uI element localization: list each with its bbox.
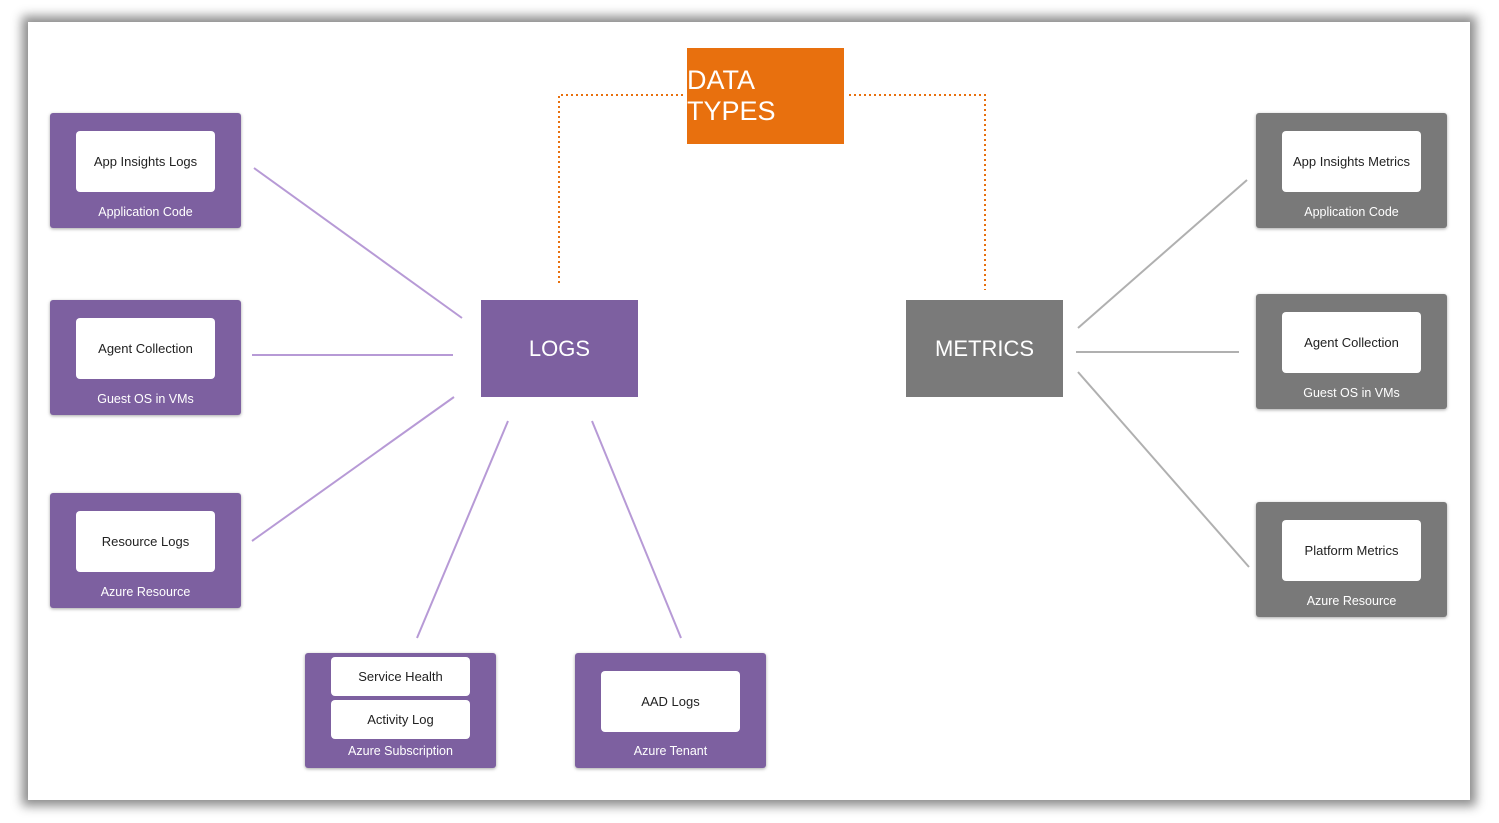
logs-source-app-insights: App Insights Logs Application Code: [50, 113, 241, 228]
source-origin: Guest OS in VMs: [97, 392, 194, 406]
metrics-connector-app-insights: [1077, 179, 1248, 329]
source-item: AAD Logs: [601, 671, 740, 732]
source-origin: Azure Resource: [100, 585, 191, 599]
source-item: App Insights Logs: [76, 131, 215, 192]
source-origin: Application Code: [1304, 205, 1399, 219]
types-to-logs-connector: [558, 94, 683, 285]
metrics-source-agent-collection: Agent Collection Guest OS in VMs: [1256, 294, 1447, 409]
source-item: Platform Metrics: [1282, 520, 1421, 581]
source-item: Agent Collection: [1282, 312, 1421, 373]
metrics-source-app-insights: App Insights Metrics Application Code: [1256, 113, 1447, 228]
source-origin: Azure Tenant: [633, 744, 708, 758]
source-item: Agent Collection: [76, 318, 215, 379]
logs-connector-tenant: [591, 420, 682, 639]
source-item: Service Health: [331, 657, 470, 696]
source-item: Activity Log: [331, 700, 470, 739]
data-types-node: DATA TYPES: [687, 48, 844, 144]
logs-source-azure-subscription: Service Health Activity Log Azure Subscr…: [305, 653, 496, 768]
logs-source-resource-logs: Resource Logs Azure Resource: [50, 493, 241, 608]
source-item: Resource Logs: [76, 511, 215, 572]
metrics-node: METRICS: [906, 300, 1063, 397]
source-origin: Application Code: [98, 205, 193, 219]
source-origin: Azure Subscription: [348, 744, 453, 758]
types-to-metrics-connector: [849, 94, 986, 290]
metrics-source-platform-metrics: Platform Metrics Azure Resource: [1256, 502, 1447, 617]
logs-connector-subscription: [416, 420, 509, 639]
logs-connector-resource: [251, 396, 455, 542]
source-origin: Azure Resource: [1306, 594, 1397, 608]
source-item: App Insights Metrics: [1282, 131, 1421, 192]
source-origin: Guest OS in VMs: [1303, 386, 1400, 400]
metrics-connector-platform: [1077, 371, 1250, 568]
logs-node: LOGS: [481, 300, 638, 397]
logs-source-azure-tenant: AAD Logs Azure Tenant: [575, 653, 766, 768]
logs-connector-app-insights: [253, 167, 463, 319]
logs-source-agent-collection: Agent Collection Guest OS in VMs: [50, 300, 241, 415]
